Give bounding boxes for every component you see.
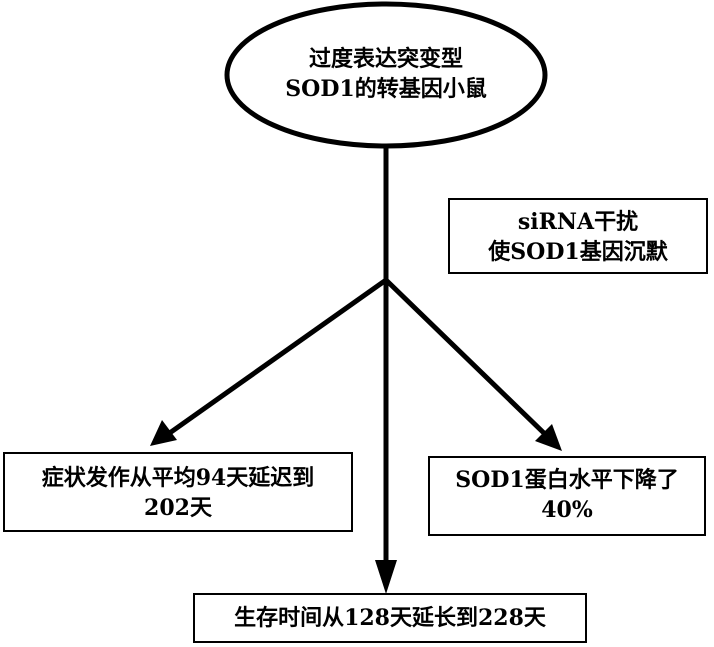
start-line-2: SOD1的转基因小鼠 xyxy=(285,76,487,102)
intervention-line-1: siRNA干扰 xyxy=(517,209,639,235)
right-outcome-line-2: 40% xyxy=(541,497,593,523)
right-branch-line xyxy=(384,278,550,439)
bottom-arrowhead xyxy=(375,560,397,594)
intervention-line-2: 使SOD1基因沉默 xyxy=(488,239,668,265)
left-outcome-line-1: 症状发作从平均94天延迟到 xyxy=(41,465,315,491)
start-node-text: 过度表达突变型 SOD1的转基因小鼠 xyxy=(256,44,516,104)
right-arrowhead xyxy=(535,424,562,451)
intervention-text: siRNA干扰 使SOD1基因沉默 xyxy=(450,207,706,267)
left-outcome-line-2: 202天 xyxy=(144,495,212,521)
left-outcome-text: 症状发作从平均94天延迟到 202天 xyxy=(5,463,351,523)
bottom-outcome-text: 生存时间从128天延长到228天 xyxy=(195,603,585,633)
left-arrowhead xyxy=(150,420,177,446)
intervention-box: siRNA干扰 使SOD1基因沉默 xyxy=(448,198,708,274)
right-outcome-line-1: SOD1蛋白水平下降了 xyxy=(455,467,679,493)
bottom-outcome-box: 生存时间从128天延长到228天 xyxy=(193,593,587,643)
left-branch-line xyxy=(162,277,388,440)
right-outcome-text: SOD1蛋白水平下降了 40% xyxy=(430,465,704,525)
bottom-outcome-line-1: 生存时间从128天延长到228天 xyxy=(234,605,546,631)
start-line-1: 过度表达突变型 xyxy=(308,46,463,72)
left-outcome-box: 症状发作从平均94天延迟到 202天 xyxy=(3,452,353,532)
right-outcome-box: SOD1蛋白水平下降了 40% xyxy=(428,456,706,536)
